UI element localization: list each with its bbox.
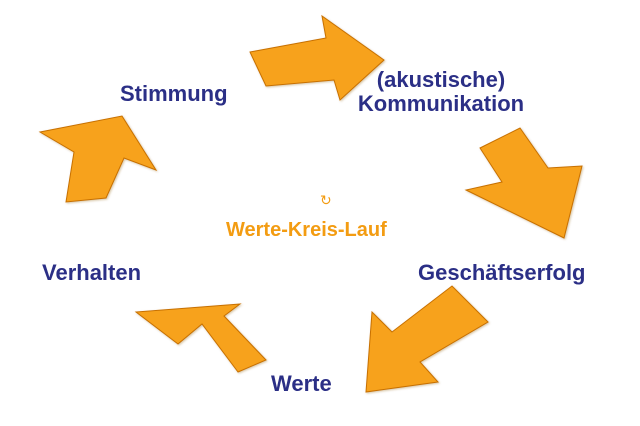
node-verhalten: Verhalten [42, 260, 142, 285]
node-geschaeftserfolg: Geschäftserfolg [418, 260, 586, 285]
node-kommunikation: (akustische) Kommunikation [336, 68, 546, 116]
arrow-stimmung-to-kommunikation [249, 14, 385, 101]
arrow-verhalten-to-stimmung [38, 115, 158, 203]
arrow-kommunikation-to-geschaeftserfolg [464, 127, 583, 239]
arrow-werte-to-verhalten [134, 303, 267, 373]
arrow-geschaeftserfolg-to-werte [365, 285, 489, 393]
node-werte: Werte [271, 371, 332, 396]
cycle-icon: ↻ [320, 192, 332, 208]
node-stimmung: Stimmung [120, 81, 228, 106]
node-kommunikation-line2: Kommunikation [357, 91, 525, 116]
node-kommunikation-line1: (akustische) [376, 67, 506, 92]
center-title: Werte-Kreis-Lauf [226, 219, 387, 241]
